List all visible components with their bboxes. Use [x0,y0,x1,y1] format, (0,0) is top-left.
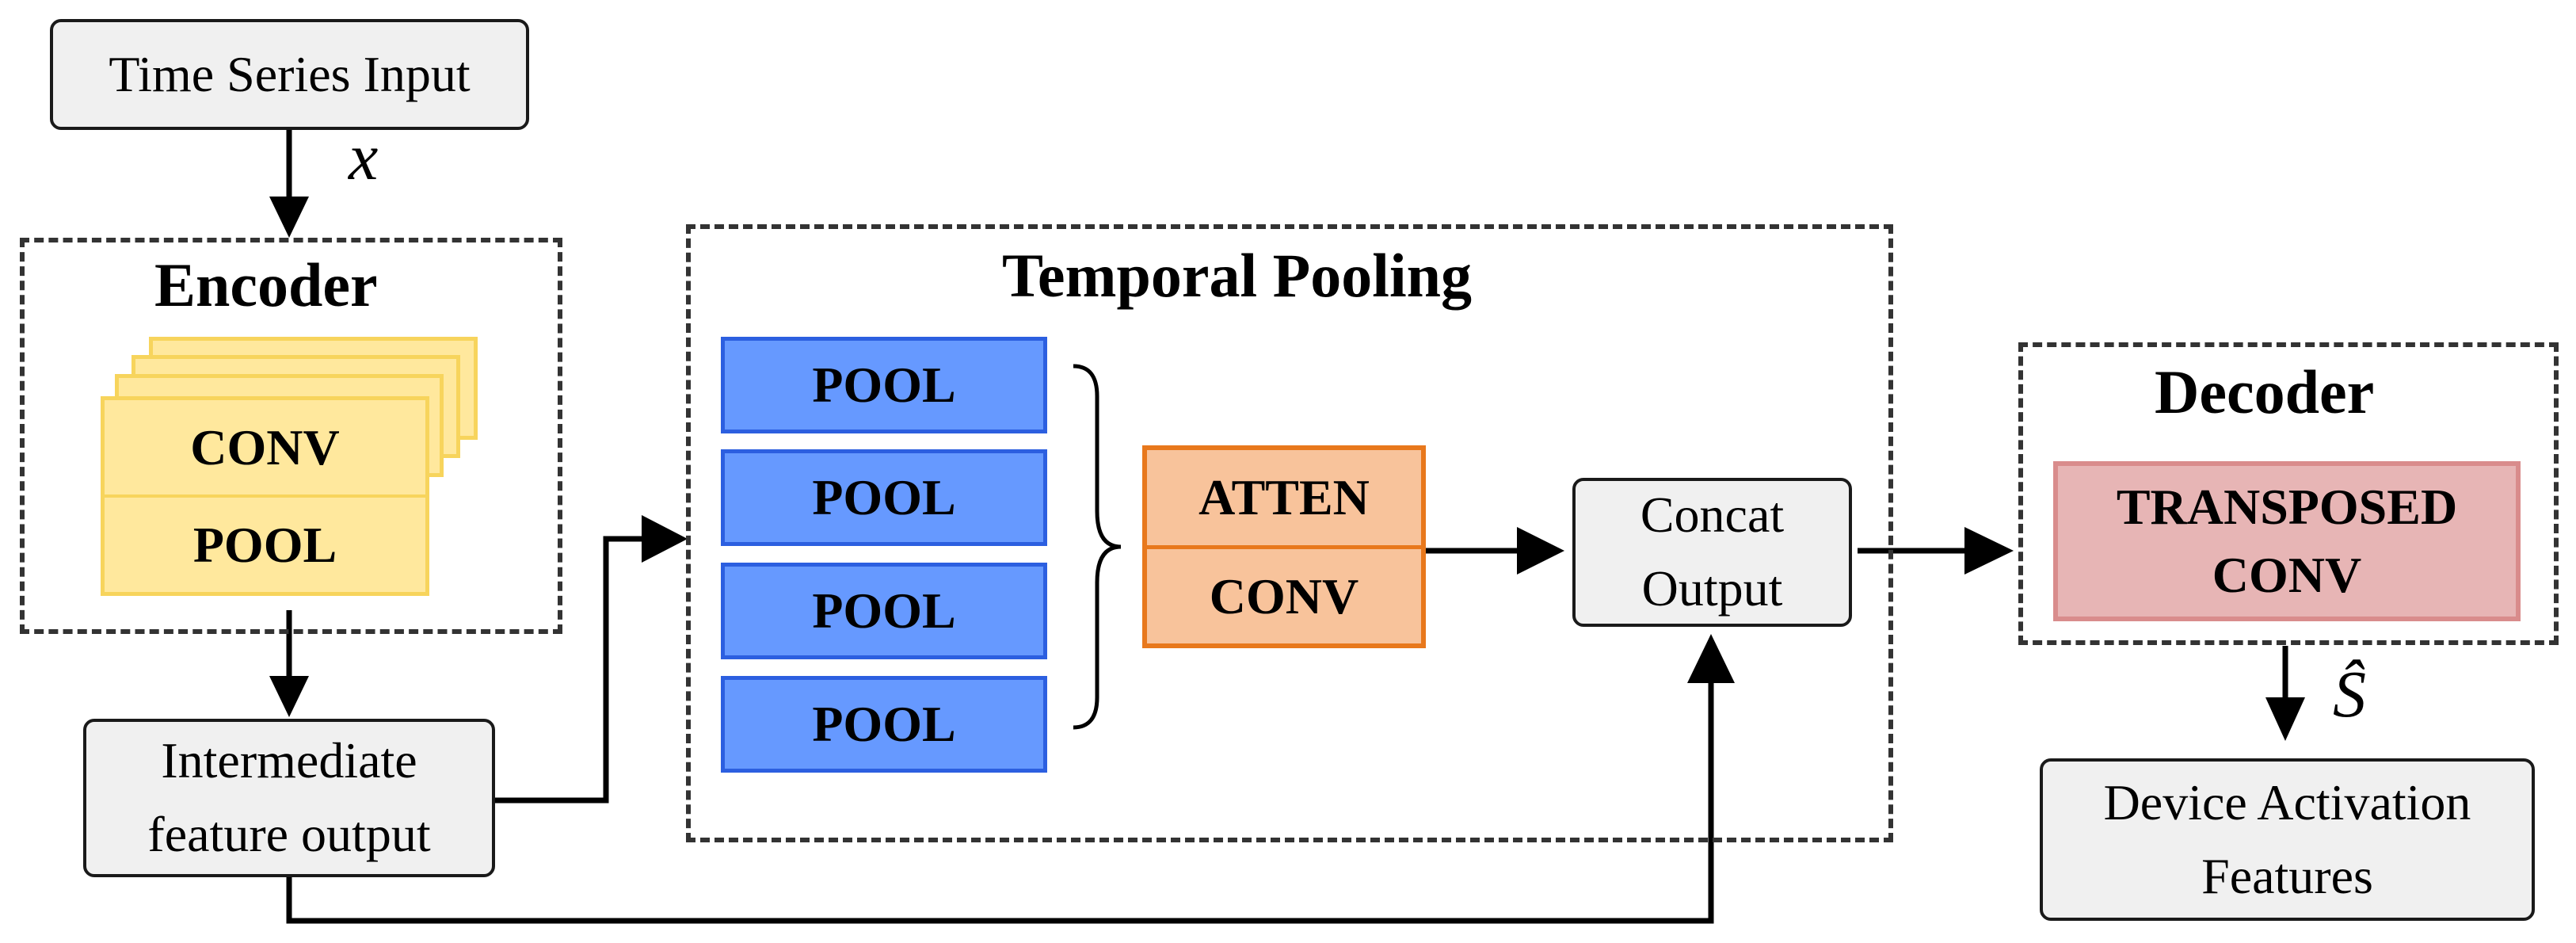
decoder-label-line1: TRANSPOSED [2116,478,2458,535]
arrowhead-input [269,197,309,238]
decoder-title: Decoder [2155,357,2375,426]
pool-block-3: POOL [721,563,1047,659]
atten-conv-label: CONV [1209,567,1359,624]
output-symbol-s-hat: Ŝ [2333,658,2366,731]
device-activation-features-box: Device Activation Features [2040,758,2535,921]
intermediate-label-line1: Intermediate [161,732,417,789]
encoder-container [20,238,562,634]
output-label-line1: Device Activation [2103,773,2471,830]
arrowhead-output [2265,697,2305,741]
encoder-title: Encoder [154,250,378,319]
arrowhead-pooling [642,515,688,563]
encoder-conv-pool-block: CONV POOL [101,396,429,596]
brace [1073,364,1122,730]
output-label-line2: Features [2201,847,2373,904]
pool-block-1: POOL [721,337,1047,433]
encoder-pool-label: POOL [192,516,337,573]
time-series-input-label: Time Series Input [109,45,471,102]
arrow-skip-to-concat [286,681,1714,924]
arrowhead-decoder [1964,527,2014,575]
concat-label-line2: Output [1641,560,1783,617]
atten-label: ATTEN [1147,450,1421,549]
arrowhead-intermediate [269,676,309,717]
atten-conv-block: ATTEN CONV [1142,445,1426,648]
arrowhead-skip [1687,634,1735,683]
temporal-pooling-title: Temporal Pooling [1002,241,1472,310]
encoder-conv-label: CONV [105,400,425,498]
input-symbol-x: x [349,120,379,194]
decoder-label-line2: CONV [2212,547,2362,603]
temporal-pooling-container [686,224,1893,842]
time-series-input-box: Time Series Input [50,19,529,130]
concat-label-line1: Concat [1640,487,1785,544]
intermediate-feature-output-box: Intermediate feature output [83,719,495,877]
pool-block-4: POOL [721,676,1047,773]
arrowhead-concat [1517,527,1564,575]
decoder-container [2018,342,2559,645]
transposed-conv-block: TRANSPOSED CONV [2053,461,2521,621]
pool-block-2: POOL [721,449,1047,546]
intermediate-label-line2: feature output [147,806,431,862]
arrow-intermediate-to-pooling [491,536,646,804]
concat-output-box: Concat Output [1572,478,1852,627]
